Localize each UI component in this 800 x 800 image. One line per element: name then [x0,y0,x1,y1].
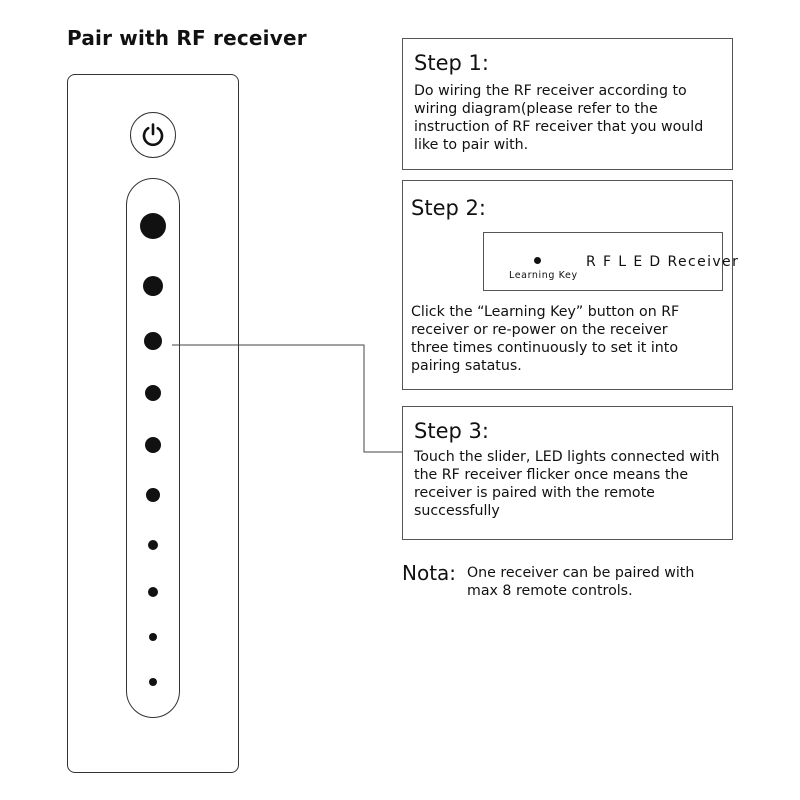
touch-slider[interactable] [126,178,180,718]
nota-label: Nota: [402,561,457,585]
slider-dot-8 [148,587,158,597]
step-2-text: Click the “Learning Key” button on RF re… [411,304,680,374]
step-3-text: Touch the slider, LED lights connected w… [414,449,720,519]
slider-dot-9 [149,633,157,641]
step-2-title: Step 2: [411,196,486,220]
learning-key-button [534,257,541,264]
slider-dot-4 [145,385,161,401]
slider-dot-1 [140,213,166,239]
power-icon [142,123,164,147]
rf-receiver-box [483,232,723,291]
step-2-box [402,180,733,390]
step-3-title: Step 3: [414,419,489,443]
step-3-box [402,406,733,540]
slider-dot-10 [149,678,157,686]
slider-to-step3-line [172,344,403,453]
rf-receiver-label: R F L E D Receiver [586,254,740,270]
step-1-text: Do wiring the RF receiver according to w… [414,83,704,153]
slider-dot-5 [145,437,161,453]
slider-dot-2 [143,276,163,296]
learning-key-label: Learning Key [509,270,578,281]
nota-text: One receiver can be paired with max 8 re… [467,565,695,599]
step-1-box [402,38,733,170]
slider-dot-3 [144,332,162,350]
power-button[interactable] [130,112,176,158]
slider-dot-7 [148,540,158,550]
remote-control [67,74,239,773]
page-title: Pair with RF receiver [67,26,307,50]
slider-dot-6 [146,488,160,502]
step-1-title: Step 1: [414,51,489,75]
